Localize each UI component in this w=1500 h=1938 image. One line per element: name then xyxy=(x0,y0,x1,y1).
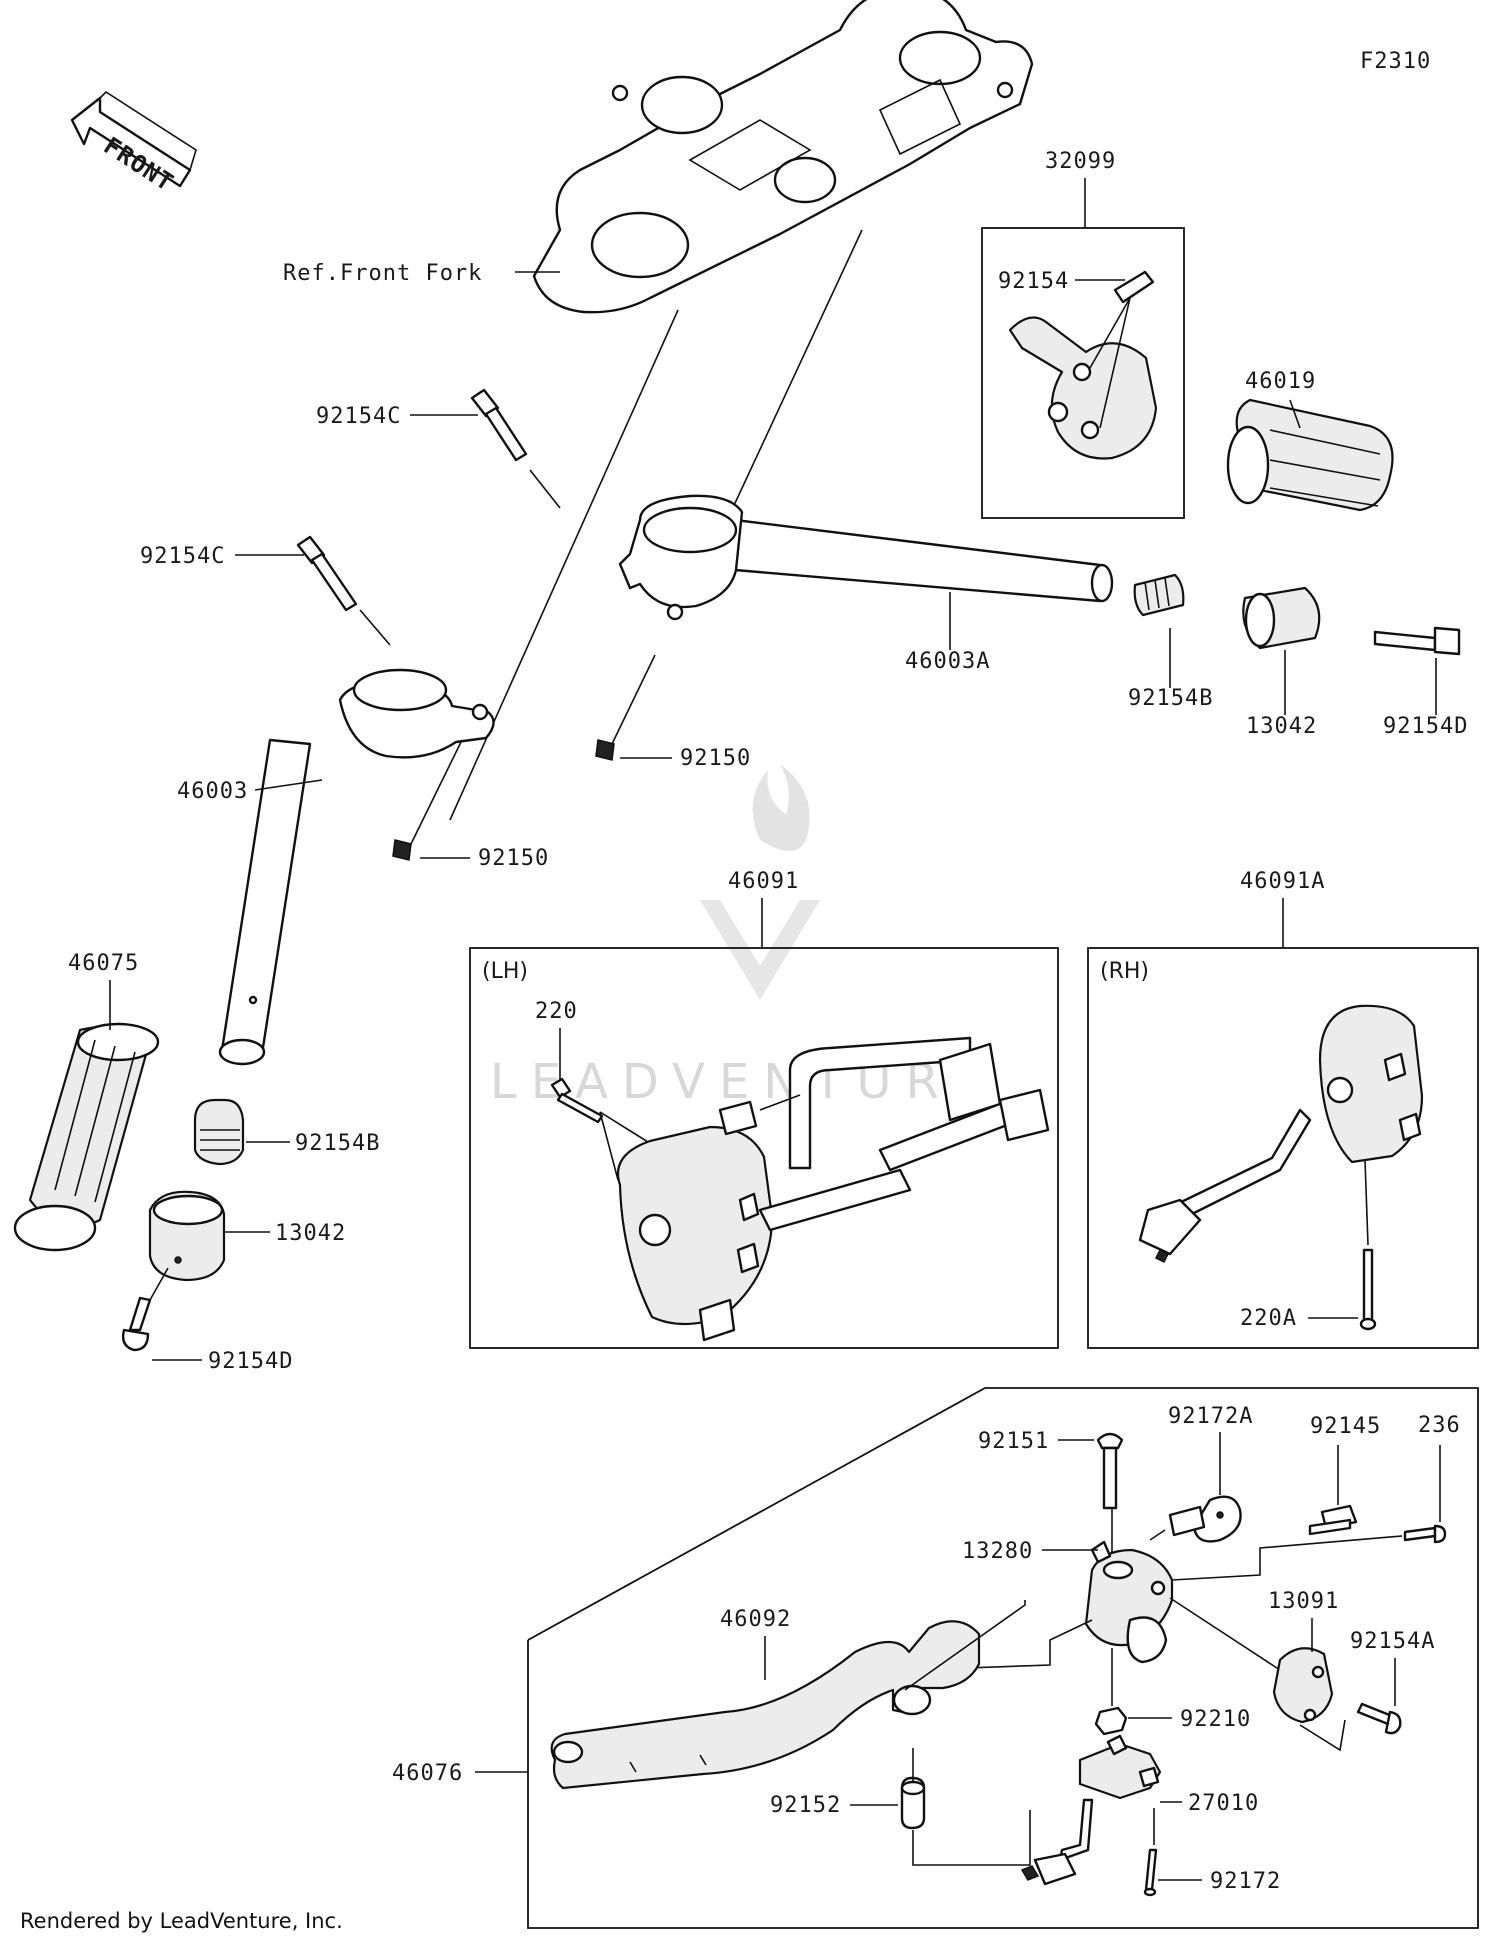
label-13042-left: 13042 xyxy=(275,1221,346,1246)
label-lh: (LH) xyxy=(482,959,528,984)
footer-credit: Rendered by LeadVenture, Inc. xyxy=(20,1909,343,1933)
label-92154C-upper: 92154C xyxy=(316,404,401,429)
label-92151: 92151 xyxy=(978,1429,1049,1454)
label-rh: (RH) xyxy=(1100,959,1149,984)
upper-triple-clamp: Ref.Front Fork xyxy=(283,0,1034,314)
label-92154D-left: 92154D xyxy=(208,1349,293,1374)
label-32099: 32099 xyxy=(1045,149,1116,174)
label-92154D-right: 92154D xyxy=(1383,714,1468,739)
label-92172A: 92172A xyxy=(1168,1404,1253,1429)
clamp-bolt-upper: 92154C xyxy=(316,388,561,509)
bar-end-weight-right: 13042 xyxy=(1242,586,1321,739)
label-92154B-left: 92154B xyxy=(295,1131,380,1156)
right-grip: 46019 xyxy=(1226,369,1394,512)
label-13042-right: 13042 xyxy=(1246,714,1317,739)
bar-end-weight-insert-right: 92154B xyxy=(1128,573,1213,711)
part-group-46091A-rh-switch: 46091A (RH) 220A xyxy=(1087,869,1479,1349)
label-46019: 46019 xyxy=(1245,369,1316,394)
label-27010: 27010 xyxy=(1188,1791,1259,1816)
label-46076: 46076 xyxy=(392,1761,463,1786)
label-13280: 13280 xyxy=(962,1539,1033,1564)
label-92145: 92145 xyxy=(1310,1414,1381,1439)
adjuster-92172A: 92172A xyxy=(1149,1404,1253,1543)
bar-end-bolt-right: 92154D xyxy=(1373,626,1468,739)
screw-upper-92150: 92150 xyxy=(595,654,751,771)
left-grip: 46075 xyxy=(13,951,160,1252)
label-46003A: 46003A xyxy=(905,649,990,674)
pivot-bolt-92151: 92151 xyxy=(978,1429,1124,1560)
bar-end-bolt-left: 92154D xyxy=(121,1267,293,1374)
label-46075: 46075 xyxy=(68,951,139,976)
part-group-32099: 32099 92154 xyxy=(981,149,1185,519)
clamp-bolt-lower: 92154C xyxy=(140,535,391,646)
label-92154-top: 92154 xyxy=(998,269,1069,294)
front-arrow-icon: FRONT xyxy=(70,90,197,197)
bar-end-weight-left: 13042 xyxy=(148,1190,346,1282)
brake-lever-46092: 46092 xyxy=(550,1600,1026,1790)
label-236: 236 xyxy=(1418,1413,1461,1438)
part-group-46076-brake-lever-assembly: 46076 92151 92172A 92145 xyxy=(392,1387,1479,1929)
left-clip-on-handlebar: 46003 xyxy=(177,668,495,1066)
clamp-13091: 13091 xyxy=(1268,1589,1346,1752)
bolt-92154A: 92154A xyxy=(1350,1629,1435,1735)
right-clip-on-handlebar: 46003A xyxy=(618,494,1114,674)
label-46091: 46091 xyxy=(728,869,799,894)
screw-lower-92150: 92150 xyxy=(392,739,549,871)
label-92150-lower: 92150 xyxy=(478,846,549,871)
ref-front-fork-label: Ref.Front Fork xyxy=(283,261,482,286)
collar-92152: 92152 xyxy=(770,1748,1031,1866)
label-46091A: 46091A xyxy=(1240,869,1325,894)
lever-holder-13280: 13280 xyxy=(909,1539,1281,1671)
nut-92210: 92210 xyxy=(1094,1648,1251,1736)
label-92150-upper: 92150 xyxy=(680,746,751,771)
label-92154C-lower: 92154C xyxy=(140,544,225,569)
label-46003: 46003 xyxy=(177,779,248,804)
diagram-code: F2310 xyxy=(1360,49,1431,74)
label-220: 220 xyxy=(535,999,578,1024)
screw-236: 236 xyxy=(1171,1413,1461,1581)
bar-end-weight-insert-left: 92154B xyxy=(193,1098,380,1166)
label-92152: 92152 xyxy=(770,1793,841,1818)
label-92210: 92210 xyxy=(1180,1707,1251,1732)
label-46092: 46092 xyxy=(720,1607,791,1632)
brake-switch-27010: 27010 xyxy=(1020,1734,1259,1886)
label-13091: 13091 xyxy=(1268,1589,1339,1614)
spring-92145: 92145 xyxy=(1308,1414,1381,1536)
label-92172: 92172 xyxy=(1210,1869,1281,1894)
part-group-46091-lh-switch: 46091 (LH) 220 xyxy=(469,869,1059,1349)
label-92154B-right: 92154B xyxy=(1128,686,1213,711)
label-92154A: 92154A xyxy=(1350,1629,1435,1654)
label-220A: 220A xyxy=(1240,1306,1297,1331)
screw-92172: 92172 xyxy=(1143,1808,1281,1897)
